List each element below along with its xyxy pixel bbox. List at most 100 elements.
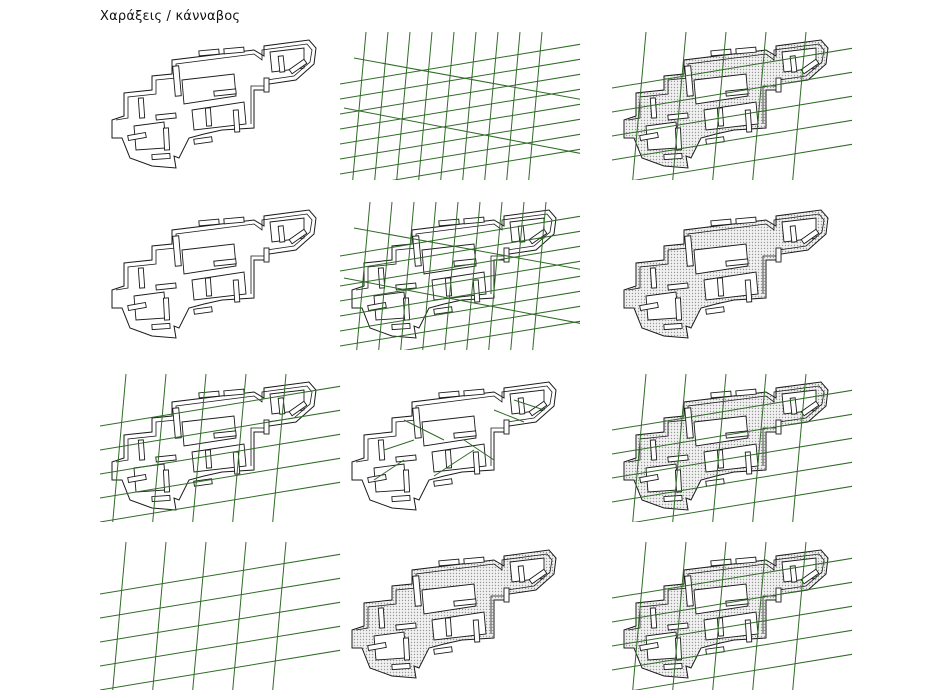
grid-line [100,433,340,475]
grid-line [632,31,647,180]
plan-building-bar [232,109,241,133]
grid-line [792,541,807,690]
plan-building-bar [639,301,659,312]
grid-line [340,260,580,302]
grid-line [462,31,477,180]
grid-line [612,413,852,455]
grid-line [532,201,547,350]
panel-r3c3 [612,372,852,522]
grid-line [792,31,807,180]
grid-line [152,373,167,522]
plan-building-bar [639,641,659,652]
plan-building-bar [367,641,387,652]
grid-line [752,373,767,522]
grid-line [418,31,433,180]
panel-r1c1 [100,30,340,180]
plan-block [421,583,477,615]
grid-line [633,485,852,522]
plan-building-bar [204,107,213,127]
grid-line [232,541,247,690]
plan-building-bar [710,48,732,57]
plan-building-bar [528,228,548,245]
grid-line [100,601,340,643]
plan-building-bar [433,478,453,487]
plan-building-bar [263,77,270,93]
plan-building-bar [800,228,820,245]
plan-building-bar [151,494,171,503]
grid-line [440,31,455,180]
plan-building-bar [377,267,386,289]
plan-building-bar [277,55,286,73]
grid-line [391,148,580,180]
grid-line [612,557,852,599]
grid-line [506,31,521,180]
plan-building-bar [639,473,659,484]
grid-line [192,541,207,690]
plan-building-bar [395,622,417,631]
plan-building-bar [710,390,732,399]
grid-line [343,107,580,154]
plan-building-bar [444,449,453,469]
plan-block [269,217,305,243]
plan-building-bar [789,565,798,583]
grid-line [466,201,481,350]
grid-line [340,133,580,175]
grid-line [100,649,340,690]
grid-line [112,373,127,522]
grid-line [484,31,499,180]
plan-building-bar [725,258,749,267]
plan-building-bar [663,494,683,503]
plan-building-bar [463,556,485,565]
grid-line [340,290,580,332]
grid-line [672,373,687,522]
plan-building-bar [517,565,526,583]
plan-building-bar [503,419,510,435]
plan-building-bar [223,388,245,397]
grid-line [612,389,852,431]
plan-building-bar [204,449,213,469]
grid-line [378,201,393,350]
grid-line [100,553,340,595]
grid-line [612,605,852,647]
plan-building-bar [735,556,757,565]
grid-line [340,275,580,317]
plan-building-bar [288,58,308,75]
plan-building-bar [277,225,286,243]
grid-line [612,47,852,89]
plan-building-bar [137,97,146,119]
grid-line [340,230,580,272]
plan-building-bar [735,388,757,397]
plan-building-bar [789,397,798,415]
plan-building-bar [172,407,182,439]
grid-line [100,625,340,667]
grid-line [612,71,852,113]
grid-line [633,143,852,180]
grid-line [272,541,287,690]
plan-building-bar [213,430,237,439]
plan-building-bar [204,277,213,297]
grid-line [712,541,727,690]
panel-drawing [612,373,852,522]
plan-building-bar [684,407,694,439]
grid-line [353,227,580,270]
grid-line [272,373,287,522]
plan-building-bar [232,279,241,303]
panel-drawing [340,31,580,180]
grid-line [374,31,389,180]
plan-building-bar [438,218,460,227]
panel-drawing [351,381,557,511]
plan-building-bar [667,282,689,291]
grid-line [340,73,580,115]
grid-line [400,201,415,350]
grid-line [633,653,852,690]
plan-building-bar [463,388,485,397]
grid-line [192,373,207,522]
grid-line [112,541,127,690]
panel-drawing [623,209,829,339]
panel-drawing [340,201,580,350]
grid-line [353,57,580,100]
plan-block [191,271,247,301]
plan-building-bar [395,454,417,463]
plan-building-bar [193,306,213,315]
plan-building-bar [162,127,171,151]
